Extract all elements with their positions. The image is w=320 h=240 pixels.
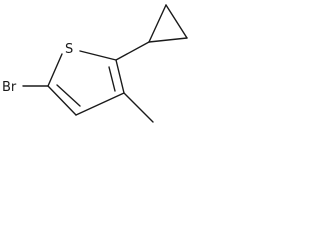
bond-s-c2 (79, 50, 117, 61)
molecule-structure: S Br (2, 4, 188, 123)
bond-c3-methyl (123, 92, 154, 123)
bond-c2-c3 (115, 59, 125, 94)
bond-c4-c5-double (56, 84, 81, 107)
bond-s-c5 (47, 53, 63, 87)
bond-c2-c3-double (108, 66, 116, 92)
bromine-atom-label: Br (2, 80, 17, 95)
bond-c4-c5 (47, 85, 77, 116)
bond-c3-c4 (75, 92, 125, 116)
bond-cyclopropyl-a (148, 4, 167, 43)
bond-cyclopropyl-c (148, 37, 188, 43)
sulfur-atom-label: S (65, 42, 73, 57)
bond-cyclopropyl-b (165, 4, 188, 39)
bond-c2-cyclopropyl (115, 41, 150, 61)
